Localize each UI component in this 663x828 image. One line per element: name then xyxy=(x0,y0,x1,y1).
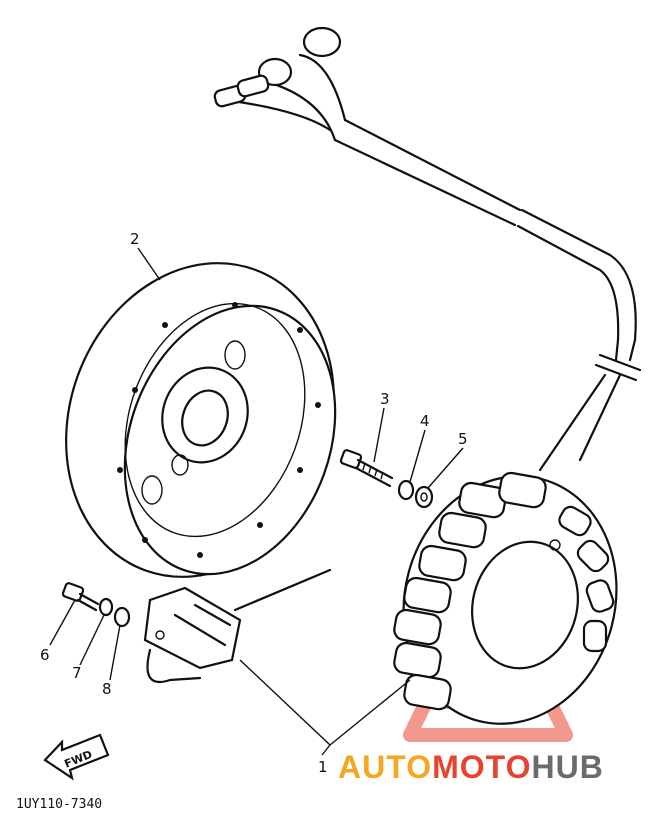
callout-8: 8 xyxy=(102,680,112,698)
callout-labels: 2 3 4 5 6 7 8 1 xyxy=(40,230,468,776)
stator-assembly xyxy=(393,471,618,725)
callout-5: 5 xyxy=(458,430,468,448)
callout-4: 4 xyxy=(420,412,430,430)
pickup-coil xyxy=(143,568,332,683)
connector-icon xyxy=(236,74,270,98)
leader-lines xyxy=(49,247,464,756)
watermark-part-3: HUB xyxy=(531,749,603,785)
forward-arrow-icon: FWD xyxy=(43,733,110,781)
rotor-flywheel xyxy=(65,262,337,578)
drawing-code: 1UY110-7340 xyxy=(16,797,102,812)
callout-6: 6 xyxy=(40,646,50,664)
connector-icon xyxy=(302,26,342,58)
callout-2: 2 xyxy=(130,230,140,248)
screw-washer-set xyxy=(61,582,131,628)
bolt-washer-set xyxy=(339,449,434,509)
callout-1: 1 xyxy=(318,758,328,776)
watermark-text: AUTOMOTOHUB xyxy=(338,749,604,785)
callout-3: 3 xyxy=(380,390,390,408)
watermark-part-2: MOTO xyxy=(432,749,531,785)
wire-harness xyxy=(213,26,642,472)
watermark-part-1: AUTO xyxy=(338,749,432,785)
callout-7: 7 xyxy=(72,664,82,682)
